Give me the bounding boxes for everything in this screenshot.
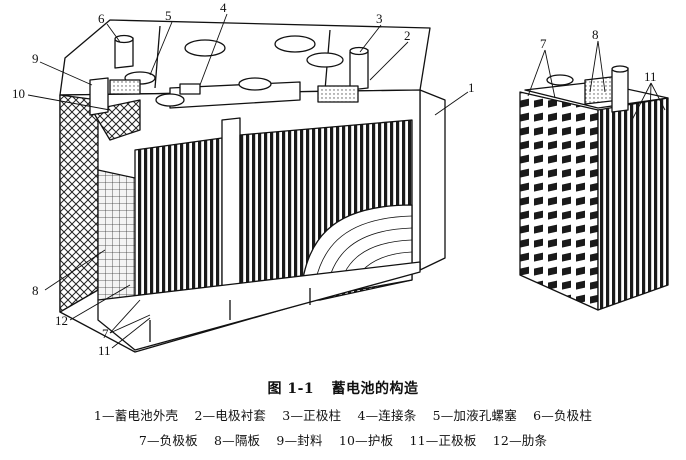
legend-item: 11—正极板: [409, 433, 477, 448]
callout-7: 7: [102, 326, 109, 341]
legend-item: 10—护板: [338, 433, 394, 448]
legend-item: 6—负极柱: [533, 408, 593, 423]
legend-item: 3—正极柱: [282, 408, 342, 423]
callout-12: 12: [55, 313, 68, 328]
callout-5: 5: [165, 8, 172, 23]
callout-1: 1: [468, 80, 475, 95]
callout-10: 10: [12, 86, 25, 101]
battery-structure-illustration: 6 5 4 3 2 1 9 10 8 12 7 11 7 8 11: [12, 0, 669, 358]
callout-8: 8: [32, 283, 39, 298]
legend-line-1: 1—蓄电池外壳 2—电极衬套 3—正极柱 4—连接条 5—加液孔螺塞 6—负极柱: [0, 405, 686, 424]
callout-11: 11: [98, 343, 111, 358]
callout-8-small: 8: [592, 27, 599, 42]
legend-item: 9—封料: [276, 433, 323, 448]
figure-title: 图 1-1 蓄电池的构造: [0, 378, 686, 398]
callout-labels: 6 5 4 3 2 1 9 10 8 12 7 11 7 8 11: [12, 0, 657, 358]
legend-item: 12—肋条: [492, 433, 548, 448]
legend-item: 1—蓄电池外壳: [93, 408, 179, 423]
callout-2: 2: [404, 28, 411, 43]
callout-4: 4: [220, 0, 227, 15]
callout-11-small: 11: [644, 69, 657, 84]
single-cell-view: [519, 65, 669, 311]
figure-caption: 蓄电池的构造: [331, 381, 419, 397]
legend-item: 4—连接条: [357, 408, 417, 423]
legend-item: 7—负极板: [138, 433, 198, 448]
callout-7-small: 7: [540, 36, 547, 51]
callout-6: 6: [98, 11, 105, 26]
leader-lines: [27, 13, 666, 349]
callout-9: 9: [32, 51, 39, 66]
figure-number: 图 1-1: [267, 381, 315, 397]
legend-line-2: 7—负极板 8—隔板 9—封料 10—护板 11—正极板 12—肋条: [0, 430, 686, 449]
legend-item: 8—隔板: [213, 433, 261, 448]
callout-3: 3: [376, 11, 383, 26]
battery-cutaway: [59, 19, 446, 353]
legend-item: 5—加液孔螺塞: [432, 408, 517, 423]
legend-item: 2—电极衬套: [194, 408, 267, 423]
